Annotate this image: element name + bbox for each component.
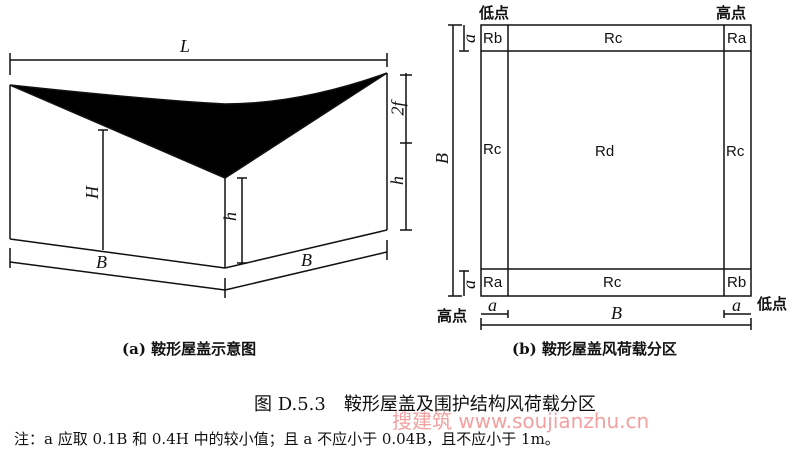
zone-rd-center: Rd: [595, 143, 615, 160]
dim-B-horizontal-label: B: [611, 303, 622, 323]
figure-title: 图 D.5.3 鞍形屋盖及围护结构风荷载分区: [254, 394, 596, 415]
dim-a-bottom-label: a: [459, 280, 479, 289]
low-point-bottom: 低点: [757, 295, 788, 313]
watermark: 搜建筑 www.soujianzhu.cn: [392, 409, 650, 433]
zone-rb-bottom-right: Rb: [727, 274, 747, 291]
saddle-roof-sketch: [9, 53, 412, 298]
zone-rc-right: Rc: [726, 143, 745, 160]
caption-a: (a) 鞍形屋盖示意图: [122, 340, 257, 358]
dim-H-label: H: [82, 186, 102, 199]
low-point-top: 低点: [479, 4, 510, 22]
note: 注：a 应取 0.1B 和 0.4H 中的较小值；且 a 不应小于 0.04B，…: [14, 430, 560, 448]
caption-b: (b) 鞍形屋盖风荷载分区: [512, 340, 677, 358]
roof-surface: [9, 72, 388, 179]
dim-B-vertical-label: B: [432, 153, 452, 164]
high-point-top: 高点: [716, 4, 747, 22]
dim-h-inner-label: h: [220, 212, 240, 221]
zone-ra-bottom-left: Ra: [483, 274, 503, 291]
wind-zone-plan: [448, 24, 752, 330]
zone-rc-left: Rc: [483, 141, 502, 158]
dim-B-left-label: B: [96, 252, 107, 272]
high-point-bottom: 高点: [437, 307, 468, 325]
dim-L-label: L: [180, 36, 191, 56]
dim-2f-label: 2f: [387, 101, 408, 116]
dim-a-top-label: a: [459, 34, 479, 43]
dim-a-left-label: a: [488, 295, 497, 315]
zone-rb-top-left: Rb: [483, 30, 503, 47]
dim-a-right-label: a: [732, 295, 741, 315]
zone-rc-bottom: Rc: [603, 274, 622, 291]
dim-h-right-label: h: [387, 176, 407, 185]
zone-rc-top: Rc: [604, 30, 623, 47]
dim-B-right-label: B: [301, 250, 312, 270]
zone-ra-top-right: Ra: [727, 30, 747, 47]
